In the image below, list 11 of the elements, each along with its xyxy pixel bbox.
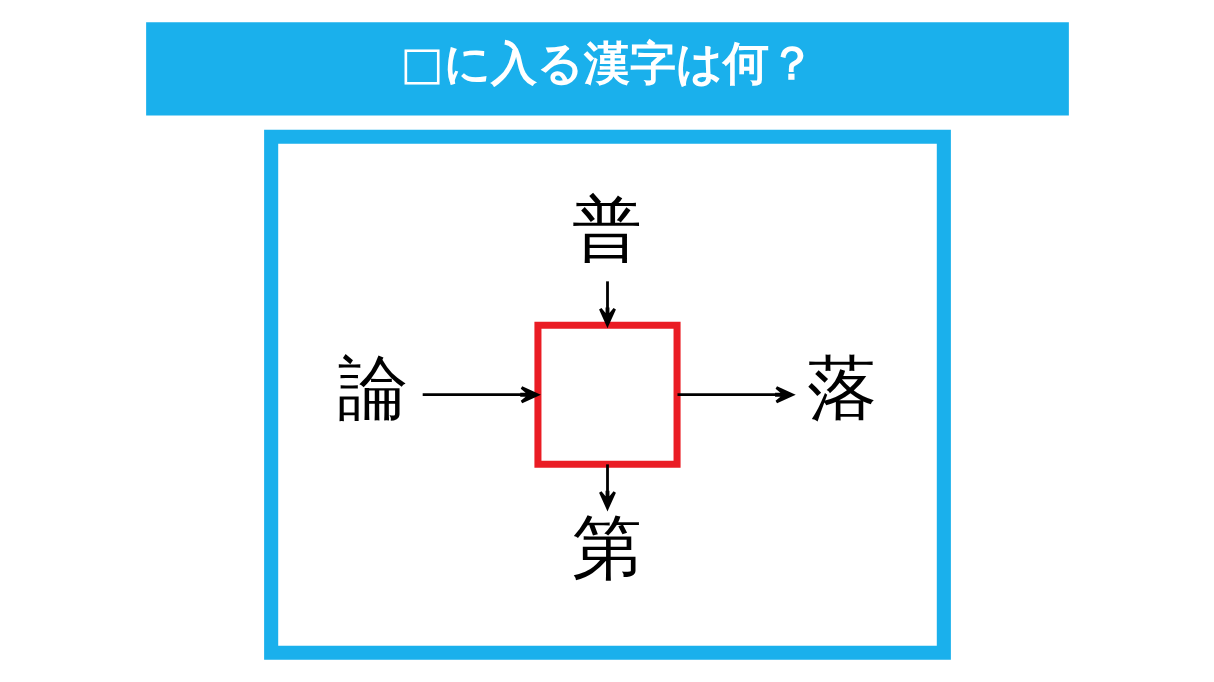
diagram-title: □に入る漢字は何？ xyxy=(400,37,815,91)
node-text: 論 xyxy=(337,347,408,430)
arrow xyxy=(598,464,616,510)
arrow xyxy=(677,386,794,404)
node-text: 落 xyxy=(806,347,877,430)
arrow xyxy=(422,386,539,404)
node-text: 普 xyxy=(572,187,642,270)
arrow xyxy=(598,281,616,327)
node-text: 第 xyxy=(572,506,642,589)
node-box xyxy=(533,321,681,468)
cluster xyxy=(263,129,951,660)
